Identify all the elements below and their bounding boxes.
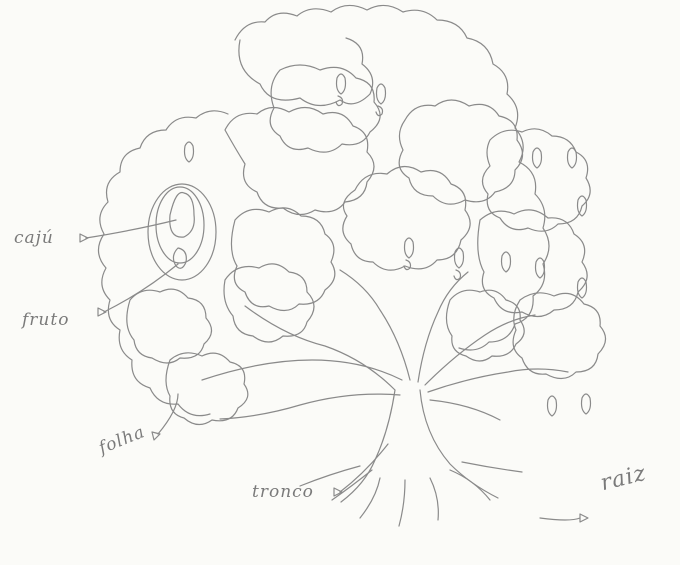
foliage-clump bbox=[224, 264, 314, 342]
foliage-clump bbox=[239, 38, 373, 106]
foliage-clump bbox=[478, 210, 587, 317]
cashew-fruit bbox=[404, 238, 414, 270]
tree-trunk bbox=[202, 270, 568, 502]
label-tronco: tronco bbox=[252, 482, 314, 502]
label-fruto: fruto bbox=[22, 310, 69, 330]
cashew-fruit bbox=[582, 394, 591, 414]
fruto-pointer bbox=[104, 264, 178, 312]
highlight-oval bbox=[148, 184, 216, 280]
foliage-clump bbox=[127, 289, 212, 363]
cashew-fruit bbox=[376, 84, 386, 116]
label-caju: cajú bbox=[14, 228, 54, 248]
raiz-arrow-icon bbox=[580, 514, 588, 522]
caju-arrow-icon bbox=[80, 234, 88, 242]
foliage-clump bbox=[399, 100, 522, 204]
tree-roots bbox=[300, 462, 522, 526]
highlight-inner-oval bbox=[156, 187, 204, 263]
foliage-clump bbox=[231, 208, 334, 311]
foliage-clump bbox=[446, 290, 524, 361]
cashew-fruits bbox=[185, 74, 591, 416]
foliage-clump bbox=[225, 107, 374, 214]
cashew-fruit bbox=[185, 142, 194, 162]
cashew-fruit bbox=[568, 148, 577, 168]
canopy-outline bbox=[98, 5, 549, 415]
cashew-fruit bbox=[533, 148, 542, 168]
foliage-clump bbox=[270, 65, 380, 152]
cashew-fruit-highlight bbox=[170, 192, 195, 268]
cashew-fruit bbox=[536, 258, 545, 278]
cashew-fruit bbox=[548, 396, 557, 416]
cashew-fruit bbox=[502, 252, 511, 272]
tronco-arrow-icon bbox=[334, 488, 342, 496]
raiz-pointer bbox=[540, 518, 580, 520]
folha-arrow-icon bbox=[152, 432, 160, 440]
foliage-clump bbox=[482, 129, 590, 231]
cashew-fruit bbox=[454, 248, 464, 280]
fruto-arrow-icon bbox=[98, 308, 106, 316]
foliage-clump bbox=[513, 293, 605, 379]
tronco-pointer bbox=[340, 444, 388, 492]
foliage-clump bbox=[166, 353, 248, 425]
